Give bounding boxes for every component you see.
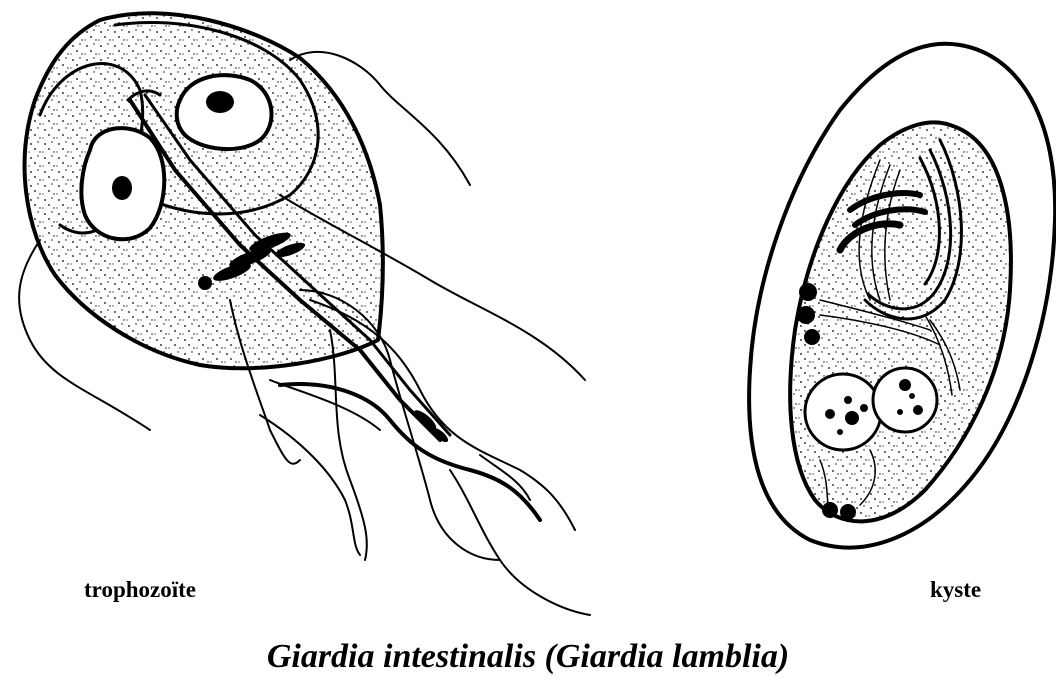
cyst-nucleus-2 bbox=[873, 368, 937, 432]
cyst-nucleus-1 bbox=[805, 374, 881, 450]
cyst-drawing bbox=[749, 44, 1055, 548]
tail bbox=[280, 384, 540, 520]
nucleus-left bbox=[81, 128, 164, 239]
trophozoite-drawing bbox=[19, 13, 590, 615]
nucleus-right bbox=[177, 75, 272, 149]
cyst-label: kyste bbox=[930, 577, 981, 603]
trophozoite-label: trophozoïte bbox=[84, 577, 196, 603]
figure-caption: Giardia intestinalis (Giardia lamblia) bbox=[0, 638, 1056, 676]
trophozoite-body bbox=[25, 13, 383, 368]
